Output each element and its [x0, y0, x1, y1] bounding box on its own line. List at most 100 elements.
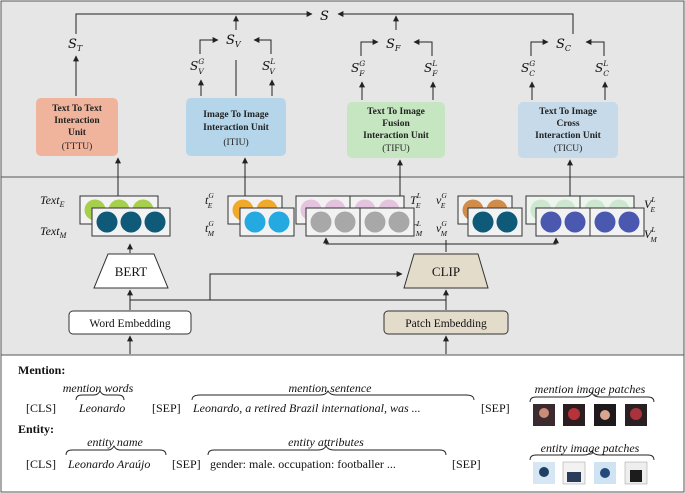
label-text-e: TextE — [40, 193, 65, 209]
arrow-scg-to-sc — [530, 39, 549, 56]
unit-ticu-line-3: Interaction Unit — [535, 131, 602, 141]
unit-itiu-abbr: (ITIU) — [223, 137, 248, 148]
entity-patch-2-figure — [567, 472, 581, 482]
unit-tifu: Text To Image Fusion Interaction Unit (T… — [347, 102, 445, 158]
arrow-sfg-to-sf — [360, 39, 379, 56]
entity-sep-token-1: [SEP] — [172, 457, 201, 471]
mention-word: Leonardo — [78, 401, 125, 415]
mention-sentence: Leonardo, a retired Brazil international… — [192, 401, 421, 415]
feature-token-text-m — [144, 211, 166, 233]
score-sf: SF — [386, 37, 401, 53]
arrow-word-to-clip — [209, 271, 403, 300]
bert-label: BERT — [115, 264, 148, 279]
unit-tifu-line-2: Fusion — [382, 119, 410, 129]
arrow-clip-to-visual-local — [446, 237, 559, 245]
feature-token-t-m-g — [268, 211, 290, 233]
entity-sep-token-2: [SEP] — [452, 457, 481, 471]
score-sv: SV — [226, 33, 242, 49]
clip-encoder — [403, 253, 489, 289]
entity-patch-3-figure — [600, 468, 610, 478]
mention-sentence-label: mention sentence — [289, 381, 373, 395]
unit-tttu-abbr: (TTTU) — [62, 141, 93, 152]
unit-itiu: Image To Image Interaction Unit (ITIU) — [186, 98, 286, 156]
arrow-scl-to-sc — [585, 39, 605, 56]
brace-mention-image — [529, 391, 655, 403]
score-st: ST — [68, 37, 83, 53]
unit-itiu-line-1: Image To Image — [203, 110, 268, 120]
arrow-svg-to-sv — [199, 37, 219, 54]
mention-sep-token-1: [SEP] — [152, 401, 181, 415]
unit-tttu-box — [36, 98, 118, 156]
mention-sep-token-2: [SEP] — [481, 401, 510, 415]
unit-tttu-line-3: Unit — [68, 128, 87, 138]
mention-words-label: mention words — [63, 381, 134, 395]
entity-image-patches — [533, 461, 648, 485]
unit-tifu-line-3: Interaction Unit — [363, 131, 430, 141]
entity-cls-token: [CLS] — [26, 457, 56, 471]
unit-tifu-box — [347, 102, 445, 158]
unit-ticu: Text To Image Cross Interaction Unit (TI… — [518, 102, 618, 158]
feature-token-text-m — [96, 211, 118, 233]
entity-patch-4-figure — [630, 470, 642, 482]
score-sc: SC — [556, 37, 571, 53]
feature-token-V-m-l — [618, 211, 640, 233]
entity-patch-1-figure — [539, 467, 549, 477]
feature-token-T-m-l — [310, 211, 332, 233]
feature-vectors — [79, 195, 645, 237]
unit-ticu-box — [518, 102, 618, 158]
mention-patch-1-face — [539, 408, 549, 418]
unit-tttu-line-1: Text To Text — [52, 104, 103, 114]
unit-tifu-line-1: Text To Image — [367, 107, 425, 117]
brace-mention-sentence — [191, 389, 475, 401]
mention-image-label: mention image patches — [535, 382, 646, 396]
mention-patch-3-face — [600, 410, 610, 420]
unit-ticu-line-1: Text To Image — [539, 107, 597, 117]
label-text-m: TextM — [40, 224, 68, 240]
mention-image-patches — [533, 404, 647, 426]
entity-name: Leonardo Araújo — [67, 457, 150, 471]
entity-name-label: entity name — [87, 435, 143, 449]
entity-attributes-label: entity attributes — [288, 435, 364, 449]
feature-token-v-m-g — [496, 211, 518, 233]
patch-embedding-label: Patch Embedding — [405, 318, 487, 330]
arrow-sfl-to-sf — [413, 39, 433, 56]
entity-attributes: gender: male. occupation: footballer ... — [210, 457, 396, 471]
score-s: S — [320, 9, 329, 24]
feature-token-T-m-l — [364, 211, 386, 233]
mention-patch-2-face — [568, 408, 580, 420]
feature-token-V-m-l — [594, 211, 616, 233]
brace-entity-name — [65, 444, 167, 456]
mention-heading: Mention: — [18, 363, 65, 377]
unit-tifu-abbr: (TIFU) — [382, 143, 409, 154]
unit-ticu-abbr: (TICU) — [554, 143, 583, 154]
word-embedding-label: Word Embedding — [89, 318, 170, 330]
mention-patch-4-face — [630, 408, 642, 420]
brace-entity-image — [529, 449, 655, 461]
unit-itiu-line-2: Interaction Unit — [203, 123, 270, 133]
unit-ticu-line-2: Cross — [556, 119, 579, 129]
clip-label: CLIP — [432, 264, 460, 279]
feature-token-text-m — [120, 211, 142, 233]
feature-token-T-m-l — [388, 211, 410, 233]
arrow-st-to-s — [75, 11, 313, 34]
entity-image-label: entity image patches — [541, 441, 640, 455]
unit-tttu: Text To Text Interaction Unit (TTTU) — [36, 98, 118, 156]
patch-embedding-box — [383, 310, 509, 335]
mention-cls-token: [CLS] — [26, 401, 56, 415]
feature-token-T-m-l — [334, 211, 356, 233]
unit-tttu-line-2: Interaction — [54, 116, 100, 126]
